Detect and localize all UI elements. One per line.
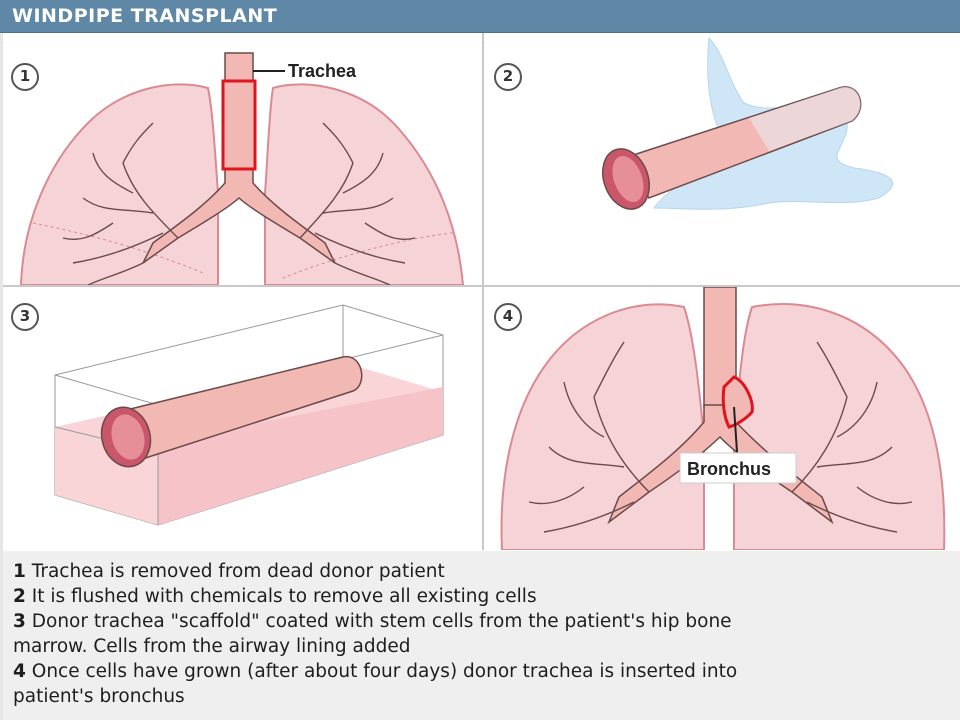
caption-text: Once cells have grown (after about four … xyxy=(31,661,738,682)
caption-line-3: 3 Donor trachea "scaffold" coated with s… xyxy=(13,609,960,634)
caption-line-1: 1 Trachea is removed from dead donor pat… xyxy=(13,559,960,584)
caption-text: Donor trachea "scaffold" coated with ste… xyxy=(31,611,732,632)
vertical-divider xyxy=(482,33,484,550)
diagram-header: WINDPIPE TRANSPLANT xyxy=(0,0,960,33)
bronchus-label: Bronchus xyxy=(687,459,771,479)
right-lobe-line xyxy=(282,232,454,279)
caption-text: patient's bronchus xyxy=(13,686,185,707)
caption-number: 1 xyxy=(13,561,26,582)
caption-text: marrow. Cells from the airway lining add… xyxy=(13,636,411,657)
panel-step-4: Bronchus 4 xyxy=(484,287,960,550)
stem-cell-bath-illustration xyxy=(54,304,444,526)
lungs-bronchus-illustration: Bronchus xyxy=(500,287,946,550)
left-lung xyxy=(19,83,219,285)
liquid-side xyxy=(158,387,443,525)
scaffold-tube-inner xyxy=(111,414,145,460)
fluid-overlay xyxy=(749,86,861,151)
caption-line-2: 2 It is flushed with chemicals to remove… xyxy=(13,584,960,609)
left-bronchial-tree xyxy=(62,122,179,285)
bronchus-label-box xyxy=(679,452,797,484)
step-3-badge: 3 xyxy=(11,303,39,331)
chemical-flush-illustration xyxy=(602,36,894,210)
diagram-title: WINDPIPE TRANSPLANT xyxy=(12,5,278,27)
step-1-badge: 1 xyxy=(11,63,39,91)
step-4-badge: 4 xyxy=(494,303,522,331)
tube-inner xyxy=(612,155,644,203)
bronchus-highlight xyxy=(721,375,754,429)
right-lung xyxy=(733,303,946,550)
panel-step-1: Trachea 1 xyxy=(3,33,482,285)
step-2-badge: 2 xyxy=(494,63,522,91)
horizontal-divider xyxy=(3,285,960,287)
left-lung xyxy=(500,303,705,550)
bronchi xyxy=(142,167,336,264)
caption-text: Trachea is removed from dead donor patie… xyxy=(31,561,445,582)
caption-text: It is flushed with chemicals to remove a… xyxy=(31,586,537,607)
caption-box: 1 Trachea is removed from dead donor pat… xyxy=(3,551,960,720)
panel-step-3: 3 xyxy=(3,287,482,550)
trachea-top xyxy=(224,52,254,84)
caption-number: 4 xyxy=(13,661,26,682)
lungs-trachea-illustration: Trachea xyxy=(19,52,465,285)
caption-line-4-continued: patient's bronchus xyxy=(13,684,960,709)
right-bronchial-tree xyxy=(791,341,913,533)
right-lung xyxy=(264,83,465,285)
left-lobe-line xyxy=(32,222,204,274)
right-bronchial-tree xyxy=(299,122,416,285)
bronchus-leader-line xyxy=(733,406,738,453)
left-border xyxy=(0,33,3,720)
caption-line-3-continued: marrow. Cells from the airway lining add… xyxy=(13,634,960,659)
caption-number: 2 xyxy=(13,586,26,607)
trachea-highlight xyxy=(221,79,257,171)
scaffold-tube-body xyxy=(117,356,363,463)
caption-line-4: 4 Once cells have grown (after about fou… xyxy=(13,659,960,684)
caption-number: 3 xyxy=(13,611,26,632)
panel-step-2: 2 xyxy=(484,33,960,285)
left-bronchial-tree xyxy=(528,341,650,533)
trachea-label: Trachea xyxy=(288,61,357,81)
